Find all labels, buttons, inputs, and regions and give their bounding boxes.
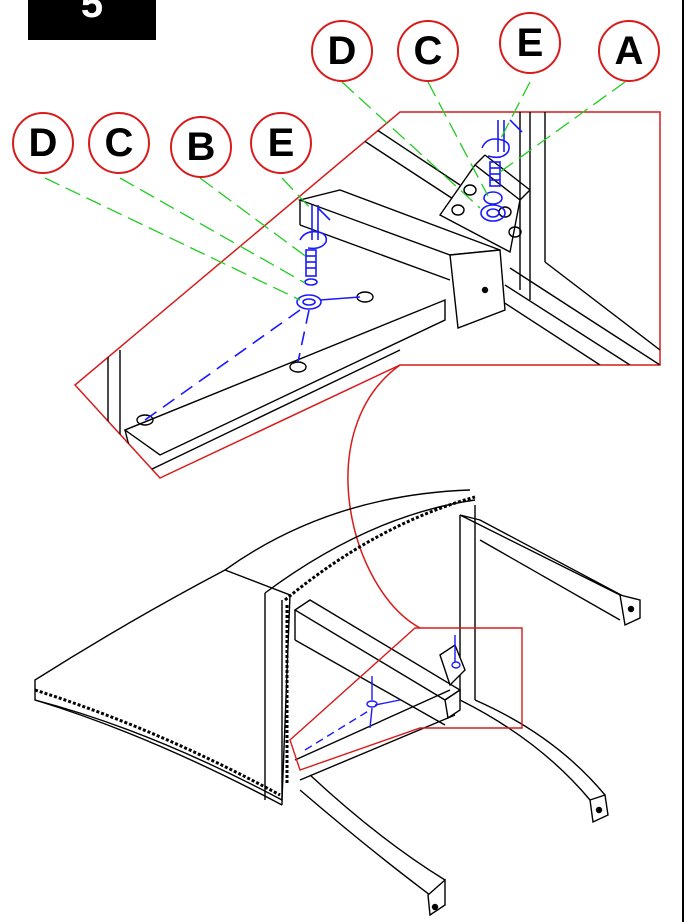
washer-icon [296, 294, 322, 310]
callout-e-top: E [499, 12, 561, 74]
bolt-icon [305, 249, 317, 277]
leader-lines [44, 81, 626, 301]
callout-d-left: D [12, 112, 74, 174]
callout-label: B [186, 124, 216, 169]
callout-d-top: D [311, 20, 373, 82]
callout-b-left: B [170, 116, 232, 178]
callout-a-top: A [598, 20, 660, 82]
step-number: 5 [80, 0, 104, 26]
allen-key-icon [317, 207, 331, 221]
callout-label: A [614, 28, 644, 73]
callout-label: C [104, 120, 134, 165]
callout-label: E [267, 120, 295, 165]
callout-label: E [516, 20, 544, 65]
callout-c-top: C [397, 20, 459, 82]
zoom-connector-arc [347, 364, 421, 629]
allen-key-icon-2 [509, 119, 523, 133]
callout-e-left: E [250, 112, 312, 174]
callout-label: D [327, 28, 357, 73]
lock-washer-icon [299, 230, 328, 250]
lock-washer-icon-2 [481, 138, 510, 159]
zoom-region-outline [289, 627, 523, 771]
detail-view [44, 81, 661, 479]
hardware-stack-left [144, 205, 361, 421]
step-number-badge: 5 [28, 0, 156, 40]
hardware-stack-right [480, 119, 523, 222]
overview-hardware [304, 635, 461, 751]
callout-label: D [28, 120, 58, 165]
chair-overview [34, 489, 641, 917]
callout-label: C [413, 28, 443, 73]
callout-c-left: C [88, 112, 150, 174]
washer-icon-2 [480, 204, 506, 222]
